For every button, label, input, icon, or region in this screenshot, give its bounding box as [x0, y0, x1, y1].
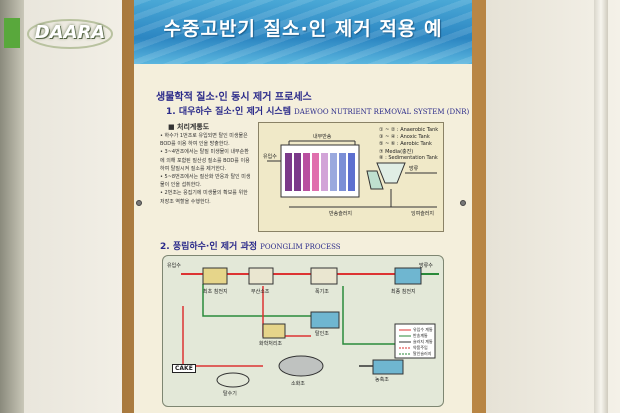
- thickener-label: 농축조: [375, 377, 389, 383]
- poster-banner: 수중고반기 질소·인 제거 적용 예: [134, 0, 472, 64]
- legend-item: 슬러지 계통: [413, 339, 433, 344]
- chemical-label: 화학처리조: [259, 341, 283, 347]
- legend-item: ① ~ ② : Anaerobic Tank: [379, 127, 439, 133]
- legend-item: 탈인슬러지: [413, 351, 432, 356]
- legend-item: ⑦ Media(충진): [379, 149, 414, 155]
- watermark-text: DAARA: [34, 22, 106, 43]
- wall-left: [0, 0, 24, 413]
- section2-title-en: POONGLIM PROCESS: [260, 243, 341, 251]
- banner-title: 수중고반기 질소·인 제거 적용 예: [163, 18, 443, 40]
- wall-sign-green: [4, 18, 20, 48]
- final-label: 최종 침전지: [391, 289, 416, 295]
- section2-heading: 2. 풍림하수·인 제거 과정 POONGLIM PROCESS: [160, 239, 341, 252]
- legend-item: ③ ~ ④ : Anoxic Tank: [379, 134, 430, 140]
- section1-title-en: DAEWOO NUTRIENT REMOVAL SYSTEM (DNR): [294, 108, 470, 116]
- influent-label: 유입수: [263, 154, 277, 160]
- section1-heading: 1. 대우하수 질소·인 제거 시스템 DAEWOO NUTRIENT REMO…: [166, 104, 469, 117]
- section1-bullets: • 하수가 1번조로 유입되면 탈인 미생물은 BOD를 이용 하여 인을 방출…: [160, 132, 252, 206]
- bullet: • 5~8번조에서는 질산화 반응과 탈인 미생물이 인을 섭취한다.: [160, 174, 251, 189]
- bullet: • 2번조는 응집기에 미생물의 확보를 위한 저장조 역할을 수행한다.: [160, 190, 248, 205]
- digester-label: 소화조: [291, 381, 305, 387]
- bullet: • 3~4번조에서는 탈질 미생물이 내부순환에 의해 포함된 질산성 질소를 …: [160, 149, 250, 172]
- metal-pole: [594, 0, 608, 413]
- dnr-diagram: 유입수 방류 내부반송 반송슬러지 잉여슬러지 ① ~ ② : Anaerobi…: [258, 122, 444, 232]
- legend-item: ⑤ ~ ⑥ : Aerobic Tank: [379, 141, 432, 147]
- main-heading: 생물학적 질소·인 동시 제거 프로세스: [156, 92, 312, 103]
- poonglim-diagram: 유입수 방류수 최초 침전지 무산소조 폭기조 최종 침전지 탈인조 화학처리조…: [162, 255, 444, 407]
- legend-item: 유입수 계통: [413, 327, 433, 332]
- primary-label: 최초 침전지: [203, 289, 228, 295]
- stripping-label: 탈인조: [315, 331, 329, 337]
- effluent-label: 방류수: [419, 263, 433, 269]
- section2-title: 2. 풍림하수·인 제거 과정: [160, 242, 258, 252]
- waste-sludge-label: 잉여슬러지: [411, 211, 435, 217]
- legend-item: 약품주입: [413, 345, 428, 350]
- internal-return-label: 내부반송: [313, 134, 332, 140]
- watermark-logo: DAARA: [26, 16, 114, 52]
- legend-item: 반송계통: [413, 333, 428, 338]
- aerobic-label: 폭기조: [315, 289, 329, 295]
- sludge-return-label: 반송슬러지: [329, 211, 353, 217]
- dewater-label: 탈수기: [223, 391, 237, 397]
- cake-label: CAKE: [172, 364, 196, 373]
- legend-item: ⑧ : Sedimentation Tank: [379, 155, 438, 161]
- effluent-label: 방류: [409, 166, 419, 172]
- influent-label: 유입수: [167, 263, 181, 269]
- bullet: • 하수가 1번조로 유입되면 탈인 미생물은 BOD를 이용 하여 인을 방출…: [160, 133, 248, 148]
- screw: [136, 200, 142, 206]
- section1-subheading: ■ 처리계통도: [168, 123, 210, 131]
- screw: [460, 200, 466, 206]
- wall-panel: [24, 0, 124, 413]
- section1-title: 1. 대우하수 질소·인 제거 시스템: [166, 107, 291, 117]
- anaerobic-label: 무산소조: [251, 289, 270, 295]
